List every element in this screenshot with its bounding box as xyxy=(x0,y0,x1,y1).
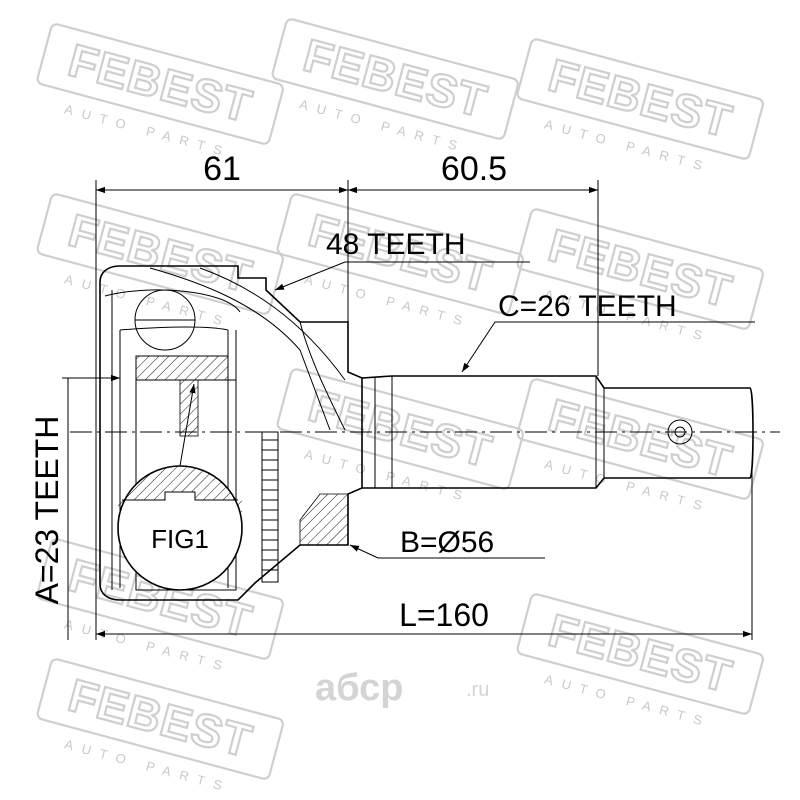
fig1-label: FIG1 xyxy=(151,524,209,554)
fig1-detail: FIG1 xyxy=(117,383,243,591)
site-logo: абср .ru xyxy=(315,667,489,709)
dimension-labels: 61 60.5 48 TEETH C=26 TEETH B=Ø56 L=160 … xyxy=(29,150,677,633)
abs-ring xyxy=(261,431,279,583)
dim-top-left: 61 xyxy=(203,150,241,188)
dimension-lines xyxy=(62,180,755,640)
dim-top-right: 60.5 xyxy=(441,150,507,188)
dim-outer-teeth: 48 TEETH xyxy=(326,228,466,261)
site-logo-text: абср xyxy=(315,667,403,709)
dim-diameter-b: B=Ø56 xyxy=(400,526,494,559)
site-logo-suffix: .ru xyxy=(466,679,489,701)
dim-inner-a: A=23 TEETH xyxy=(29,416,65,605)
dim-length-l: L=160 xyxy=(399,597,489,633)
shaft xyxy=(361,375,754,489)
dim-spline-c: C=26 TEETH xyxy=(498,290,677,323)
